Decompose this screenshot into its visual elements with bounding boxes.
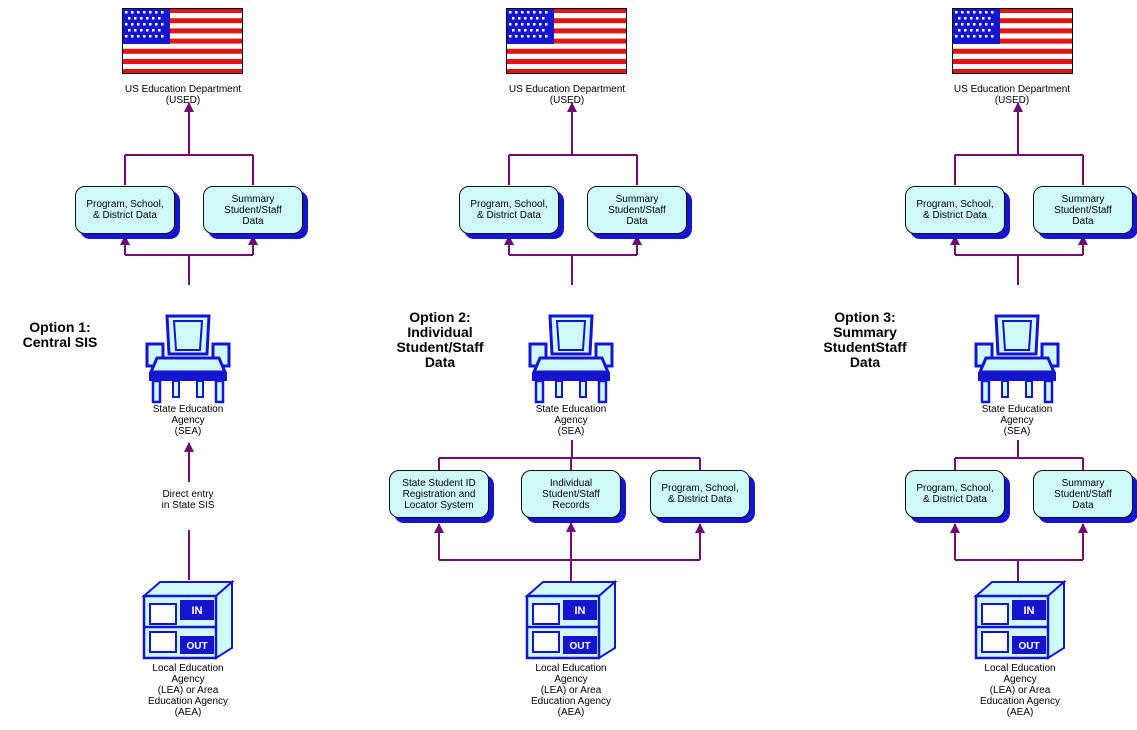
option-title: Option 2: Individual Student/Staff Data (396, 309, 484, 370)
us-flag-icon (952, 8, 1073, 74)
chair-icon (972, 314, 1062, 404)
option-title: Option 1: Central SIS (22, 319, 98, 350)
us-flag-icon (122, 8, 243, 74)
box-summary-student-staff: Summary Student/Staff Data (587, 186, 687, 234)
box-summary-student-staff: Summary Student/Staff Data (203, 186, 303, 234)
usdept-label: US Education Department (USED) (953, 84, 1071, 106)
usdept-label: US Education Department (USED) (508, 84, 626, 106)
in-out-tray-icon: IN OUT (970, 578, 1070, 660)
option-title: Option 3: Summary StudentStaff Data (823, 309, 907, 370)
svg-text:IN: IN (192, 605, 203, 617)
chair-icon (526, 314, 616, 404)
us-flag-icon (506, 8, 627, 74)
in-out-tray-icon: IN OUT (138, 578, 238, 660)
sea-label: State Education Agency (SEA) (981, 404, 1053, 437)
box-program-school-district: Program, School, & District Data (75, 186, 175, 234)
box-summary-student-staff-lower: Summary Student/Staff Data (1033, 470, 1133, 518)
chair-icon (143, 314, 233, 404)
box-program-school-district: Program, School, & District Data (459, 186, 559, 234)
box-summary-student-staff: Summary Student/Staff Data (1033, 186, 1133, 234)
in-out-tray-icon: IN OUT (521, 578, 621, 660)
sea-label: State Education Agency (SEA) (535, 404, 607, 437)
lea-label: Local Education Agency (LEA) or Area Edu… (530, 663, 612, 718)
box-program-school-district-lower: Program, School, & District Data (650, 470, 750, 518)
lea-label: Local Education Agency (LEA) or Area Edu… (979, 663, 1061, 718)
svg-text:OUT: OUT (1018, 641, 1039, 652)
box-program-school-district-lower: Program, School, & District Data (905, 470, 1005, 518)
box-program-school-district: Program, School, & District Data (905, 186, 1005, 234)
edge-label-direct-entry: Direct entry in State SIS (161, 489, 215, 511)
lea-label: Local Education Agency (LEA) or Area Edu… (147, 663, 229, 718)
svg-text:OUT: OUT (186, 641, 207, 652)
box-individual-records: Individual Student/Staff Records (521, 470, 621, 518)
sea-label: State Education Agency (SEA) (152, 404, 224, 437)
svg-text:IN: IN (1024, 605, 1035, 617)
svg-text:OUT: OUT (569, 641, 590, 652)
usdept-label: US Education Department (USED) (124, 84, 242, 106)
svg-text:IN: IN (575, 605, 586, 617)
box-state-student-id: State Student ID Registration and Locato… (389, 470, 489, 518)
